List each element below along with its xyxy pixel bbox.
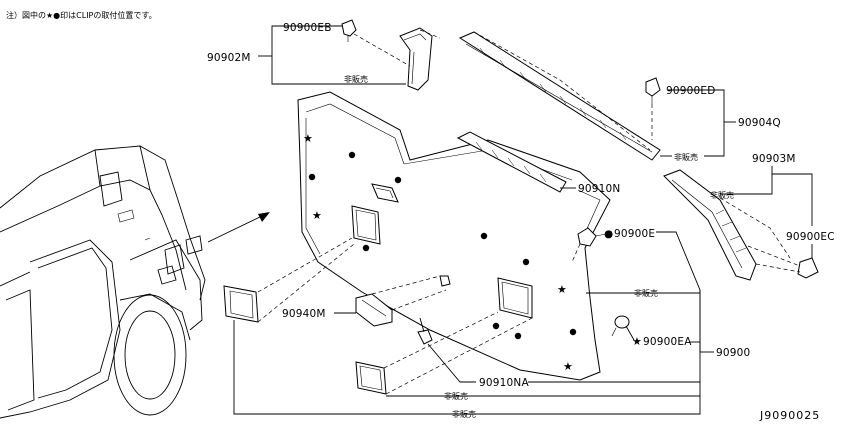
- label-90910na: 90910NA: [479, 377, 529, 389]
- label-90900ed: 90900ED: [666, 85, 716, 97]
- diagram-code: J9090025: [759, 409, 820, 422]
- not-for-sale-90903m: 非販売: [710, 190, 734, 200]
- clip-dot: [522, 258, 530, 266]
- label-90900e: 90900E: [614, 228, 655, 240]
- label-90904q: 90904Q: [738, 117, 781, 129]
- clip-star-90900ea: ★: [632, 335, 642, 348]
- clip-dot: [492, 322, 500, 330]
- vehicle-illustration: [0, 145, 206, 419]
- clip-dot: [394, 176, 402, 184]
- label-90900ec: 90900EC: [786, 231, 835, 243]
- clip-dot: [308, 173, 316, 181]
- clip-90900ea: [611, 315, 630, 337]
- part-90902m-bracket: [399, 27, 433, 91]
- leader-lines: [233, 25, 813, 415]
- part-90903m-side-trim: [663, 169, 757, 281]
- part-90904q-rail: [458, 31, 661, 161]
- label-90902m: 90902M: [207, 52, 251, 64]
- clip-star: ★: [312, 209, 322, 222]
- not-for-sale-90904q: 非販売: [674, 152, 698, 162]
- clip-dot-90900e: ●: [604, 228, 613, 240]
- label-90900eb: 90900EB: [283, 22, 332, 34]
- clip-position-note: 注）図中の★●印はCLIPの取付位置です。: [6, 10, 157, 20]
- label-90900: 90900: [716, 347, 750, 359]
- label-90903m: 90903M: [752, 153, 796, 165]
- clip-90900eb: [341, 19, 357, 42]
- clip-90900ed: [645, 77, 661, 140]
- clip-dot: [348, 151, 356, 159]
- back-door-trim-panel: ★ ★ ★ ★: [297, 91, 611, 381]
- clip-star: ★: [303, 132, 313, 145]
- clip-dot: [480, 232, 488, 240]
- clip-90900ec: [797, 257, 819, 279]
- lamp-bezel-bottom: [355, 361, 387, 395]
- clip-dot: [569, 328, 577, 336]
- not-for-sale-90902m: 非販売: [344, 74, 368, 84]
- view-arrow: [207, 212, 270, 243]
- clip-star: ★: [563, 360, 573, 373]
- not-for-sale-90900: 非販売: [634, 288, 658, 298]
- clip-dot: [362, 244, 370, 252]
- lamp-bezel-left: [223, 285, 259, 323]
- not-for-sale-bezel: 非販売: [444, 391, 468, 401]
- part-90910n-insert: [456, 131, 567, 193]
- label-90900ea: 90900EA: [643, 336, 692, 348]
- clip-star: ★: [557, 283, 567, 296]
- clip-90900e: [571, 227, 607, 263]
- clip-dot: [514, 332, 522, 340]
- not-for-sale-lamp: 非販売: [452, 409, 476, 419]
- label-90910n: 90910N: [578, 183, 620, 195]
- label-90940m: 90940M: [282, 308, 326, 320]
- clip-90910na: [417, 329, 433, 345]
